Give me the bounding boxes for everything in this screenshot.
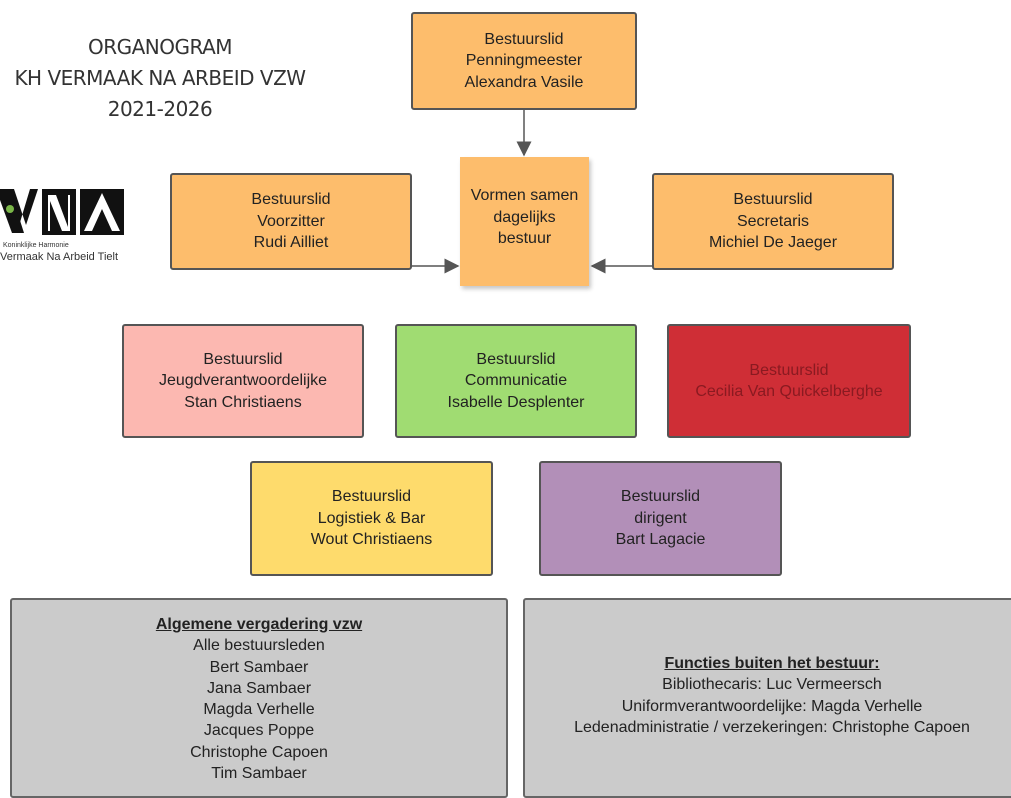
node-secretaris: Bestuurslid Secretaris Michiel De Jaeger <box>652 173 894 270</box>
vna-logo: Koninklijke Harmonie Vermaak Na Arbeid T… <box>0 185 130 270</box>
node-jeugdverantwoordelijke: Bestuurslid Jeugdverantwoordelijke Stan … <box>122 324 364 438</box>
node-role: Bestuurslid <box>331 488 412 506</box>
function-item: Uniformverantwoordelijke: Magda Verhelle <box>621 697 923 715</box>
node-person: Stan Christiaens <box>184 393 302 411</box>
member-item: Jana Sambaer <box>206 679 312 697</box>
node-dagelijks-bestuur: Vormen samen dagelijks bestuur <box>460 157 589 286</box>
logo-subtitle-small: Koninklijke Harmonie <box>3 242 69 249</box>
node-person: Michiel De Jaeger <box>708 234 838 252</box>
node-role: Bestuurslid <box>749 361 829 379</box>
node-person: Isabelle Desplenter <box>447 393 585 411</box>
member-item: Tim Sambaer <box>211 765 307 783</box>
title-line-2: KH VERMAAK NA ARBEID VZW <box>14 66 306 90</box>
node-function: dirigent <box>634 509 687 527</box>
node-role: Bestuurslid <box>484 30 564 48</box>
node-logistiek: Bestuurslid Logistiek & Bar Wout Christi… <box>250 461 493 576</box>
note-line-1: Vormen samen <box>470 187 579 204</box>
node-role: Bestuurslid <box>733 191 813 209</box>
logo-subtitle: Vermaak Na Arbeid Tielt <box>0 251 119 263</box>
node-function: Logistiek & Bar <box>317 509 426 527</box>
algemene-vergadering-box: Algemene vergadering vzw Alle bestuursle… <box>10 598 508 798</box>
node-penningmeester: Bestuurslid Penningmeester Alexandra Vas… <box>411 12 637 110</box>
node-person: Wout Christiaens <box>310 531 433 549</box>
member-item: Jacques Poppe <box>203 722 315 740</box>
node-dirigent: Bestuurslid dirigent Bart Lagacie <box>539 461 782 576</box>
node-communicatie: Bestuurslid Communicatie Isabelle Desple… <box>395 324 637 438</box>
node-person: Bart Lagacie <box>615 531 706 549</box>
vna-logo-mark <box>0 189 124 235</box>
note-line-3: bestuur <box>497 230 552 247</box>
node-cecilia: Bestuurslid Cecilia Van Quickelberghe <box>667 324 911 438</box>
node-function: Voorzitter <box>257 212 325 230</box>
function-item: Bibliothecaris: Luc Vermeersch <box>662 676 882 694</box>
node-voorzitter: Bestuurslid Voorzitter Rudi Ailliet <box>170 173 412 270</box>
node-person: Alexandra Vasile <box>464 73 584 91</box>
algemene-vergadering-header: Algemene vergadering vzw <box>155 616 363 633</box>
title-line-1: ORGANOGRAM <box>87 35 233 59</box>
node-function: Communicatie <box>464 372 568 390</box>
node-person: Rudi Ailliet <box>253 234 329 252</box>
node-role: Bestuurslid <box>203 350 283 368</box>
node-role: Bestuurslid <box>620 488 701 506</box>
member-item: Bert Sambaer <box>209 658 309 676</box>
note-line-2: dagelijks <box>493 208 556 226</box>
node-role: Bestuurslid <box>251 191 331 209</box>
node-function: Jeugdverantwoordelijke <box>158 372 328 390</box>
function-item: Ledenadministratie / verzekeringen: Chri… <box>574 718 970 736</box>
node-function: Penningmeester <box>465 52 583 70</box>
member-item: Christophe Capoen <box>190 743 328 761</box>
functies-box: Functies buiten het bestuur: Bibliotheca… <box>523 598 1011 798</box>
member-item: Magda Verhelle <box>203 701 315 719</box>
node-role: Bestuurslid <box>476 350 556 368</box>
node-function: Secretaris <box>736 212 810 230</box>
functies-header: Functies buiten het bestuur: <box>664 655 880 672</box>
title-line-3: 2021-2026 <box>107 97 213 121</box>
node-person: Cecilia Van Quickelberghe <box>695 383 883 400</box>
chart-title: ORGANOGRAM KH VERMAAK NA ARBEID VZW 2021… <box>0 32 320 125</box>
member-item: Alle bestuursleden <box>193 637 325 655</box>
